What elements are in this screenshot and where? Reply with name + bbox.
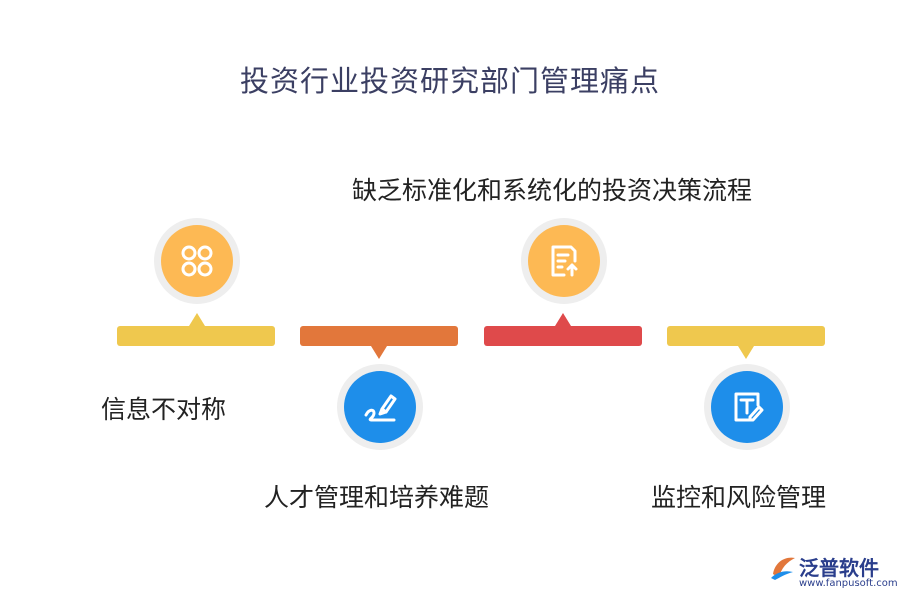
fanpu-logo-icon: [771, 557, 795, 580]
brand-logo: 泛普软件 www.fanpusoft.com: [769, 552, 898, 596]
text-edit-icon: [734, 392, 764, 422]
icon-halo-1: [154, 218, 240, 304]
bar-pointer-4: [738, 346, 754, 359]
bar-pointer-1: [189, 313, 205, 326]
icon-halo-2: [337, 364, 423, 450]
icon-halo-4: [704, 364, 790, 450]
timeline-bar-4: [667, 326, 825, 346]
timeline-bar-2: [300, 326, 458, 346]
pain-point-label-4: 监控和风险管理: [651, 483, 827, 512]
bar-pointer-2: [371, 346, 387, 359]
pen-signature-icon: [364, 394, 397, 422]
bar-pointer-3: [555, 313, 571, 326]
document-upload-icon: [551, 245, 578, 277]
brand-url: www.fanpusoft.com: [799, 578, 898, 589]
pain-point-label-2: 人才管理和培养难题: [264, 483, 490, 512]
page-title: 投资行业投资研究部门管理痛点: [239, 64, 660, 98]
timeline-bar-3: [484, 326, 642, 346]
brand-name: 泛普软件: [799, 556, 879, 580]
timeline-bar-1: [117, 326, 275, 346]
icon-halo-3: [521, 218, 607, 304]
pain-point-label-1: 信息不对称: [101, 395, 227, 424]
grid-circles-icon: [181, 245, 213, 277]
pain-point-label-3: 缺乏标准化和系统化的投资决策流程: [352, 176, 753, 205]
